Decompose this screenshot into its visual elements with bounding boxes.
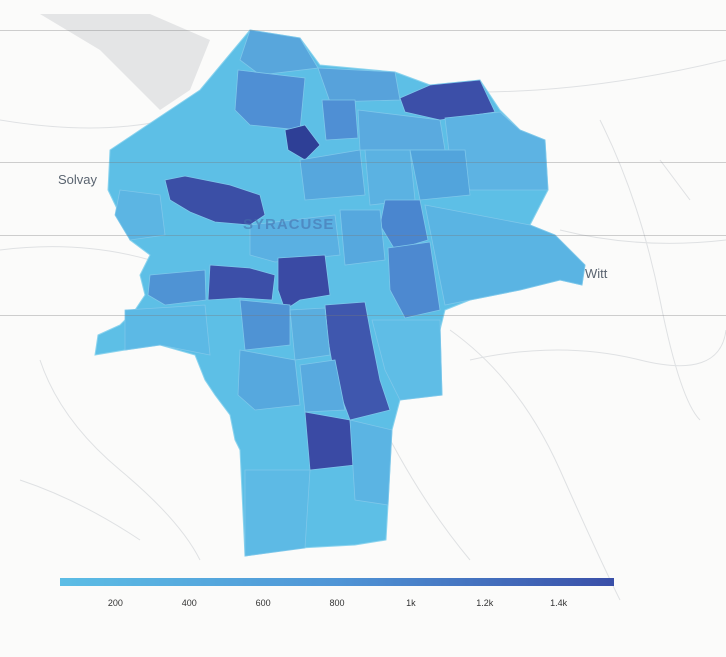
scan-line [0,30,726,31]
tract[interactable] [424,204,586,306]
tract[interactable] [371,319,443,401]
tract[interactable] [399,79,496,121]
tract[interactable] [164,175,266,226]
legend-tick-label: 200 [107,598,123,608]
tract[interactable] [237,349,301,411]
tract[interactable] [289,307,331,361]
tract[interactable] [321,99,359,141]
tract[interactable] [409,149,471,201]
tract[interactable] [304,411,356,471]
tract[interactable] [387,241,441,319]
tract[interactable] [124,304,211,356]
scan-line [0,162,726,163]
tract[interactable] [299,149,366,201]
legend-tick-label: 400 [181,598,197,608]
tract[interactable] [147,269,207,306]
legend-tick-label: 800 [329,598,345,608]
tract[interactable] [239,299,291,351]
tract[interactable] [364,149,416,206]
city-label: SYRACUSE [243,216,335,233]
tract[interactable] [114,189,166,241]
legend-tick-label: 1k [406,598,416,608]
tract[interactable] [284,124,321,161]
tract[interactable] [317,67,401,103]
neighborhoods [114,29,586,557]
tract[interactable] [349,419,393,506]
tract[interactable] [207,264,276,301]
place-label-solvay: Solvay [58,172,98,187]
tract[interactable] [234,69,306,131]
onondaga-lake [40,14,210,110]
scan-line [0,315,726,316]
tract[interactable] [277,254,331,311]
place-label-witt: Witt [585,266,608,281]
legend-tick-label: 1.2k [476,598,494,608]
legend-tick-label: 1.4k [550,598,568,608]
tract[interactable] [299,359,346,413]
scan-line [0,235,726,236]
legend-tick-label: 600 [255,598,271,608]
legend-colorbar [60,578,614,586]
tract[interactable] [239,29,319,76]
tract[interactable] [244,469,311,557]
tract[interactable] [339,209,386,266]
